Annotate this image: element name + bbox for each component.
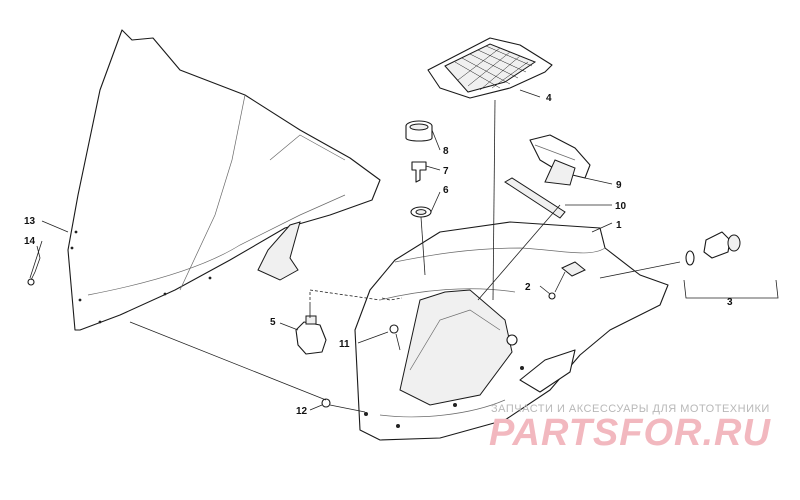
callout-10: 10 [615, 201, 627, 212]
callout-6: 6 [443, 185, 449, 196]
callout-13: 13 [24, 216, 36, 227]
callout-11: 11 [339, 339, 350, 350]
key-part [411, 161, 427, 183]
callout-2: 2 [525, 282, 531, 293]
nut-part-12 [321, 398, 331, 408]
callout-8: 8 [443, 146, 449, 157]
callout-7: 7 [443, 166, 449, 177]
gauge-part [529, 134, 591, 186]
gasket-strip-part [504, 177, 566, 219]
hood-fairing-part [354, 221, 669, 441]
watermark-brand: PARTSFOR.RU [489, 412, 771, 454]
ring-nut-part [410, 206, 432, 218]
windshield-part [67, 29, 381, 331]
callout-5: 5 [270, 317, 276, 328]
ignition-cap-part [405, 120, 433, 142]
callout-4: 4 [546, 93, 552, 104]
leader-lines [29, 89, 681, 413]
power-socket-part [683, 231, 779, 299]
callout-14: 14 [24, 236, 36, 247]
storage-net-part [427, 37, 553, 99]
callout-9: 9 [616, 180, 622, 191]
callout-12: 12 [296, 406, 308, 417]
watermark-tagline: ЗАПЧАСТИ И АКСЕССУАРЫ ДЛЯ МОТОТЕХНИКИ [491, 403, 770, 415]
screw-part-2 [548, 261, 586, 300]
callout-1: 1 [616, 220, 622, 231]
switch-part [295, 315, 327, 355]
callout-3: 3 [727, 297, 733, 308]
bolt-part-11 [389, 324, 401, 351]
